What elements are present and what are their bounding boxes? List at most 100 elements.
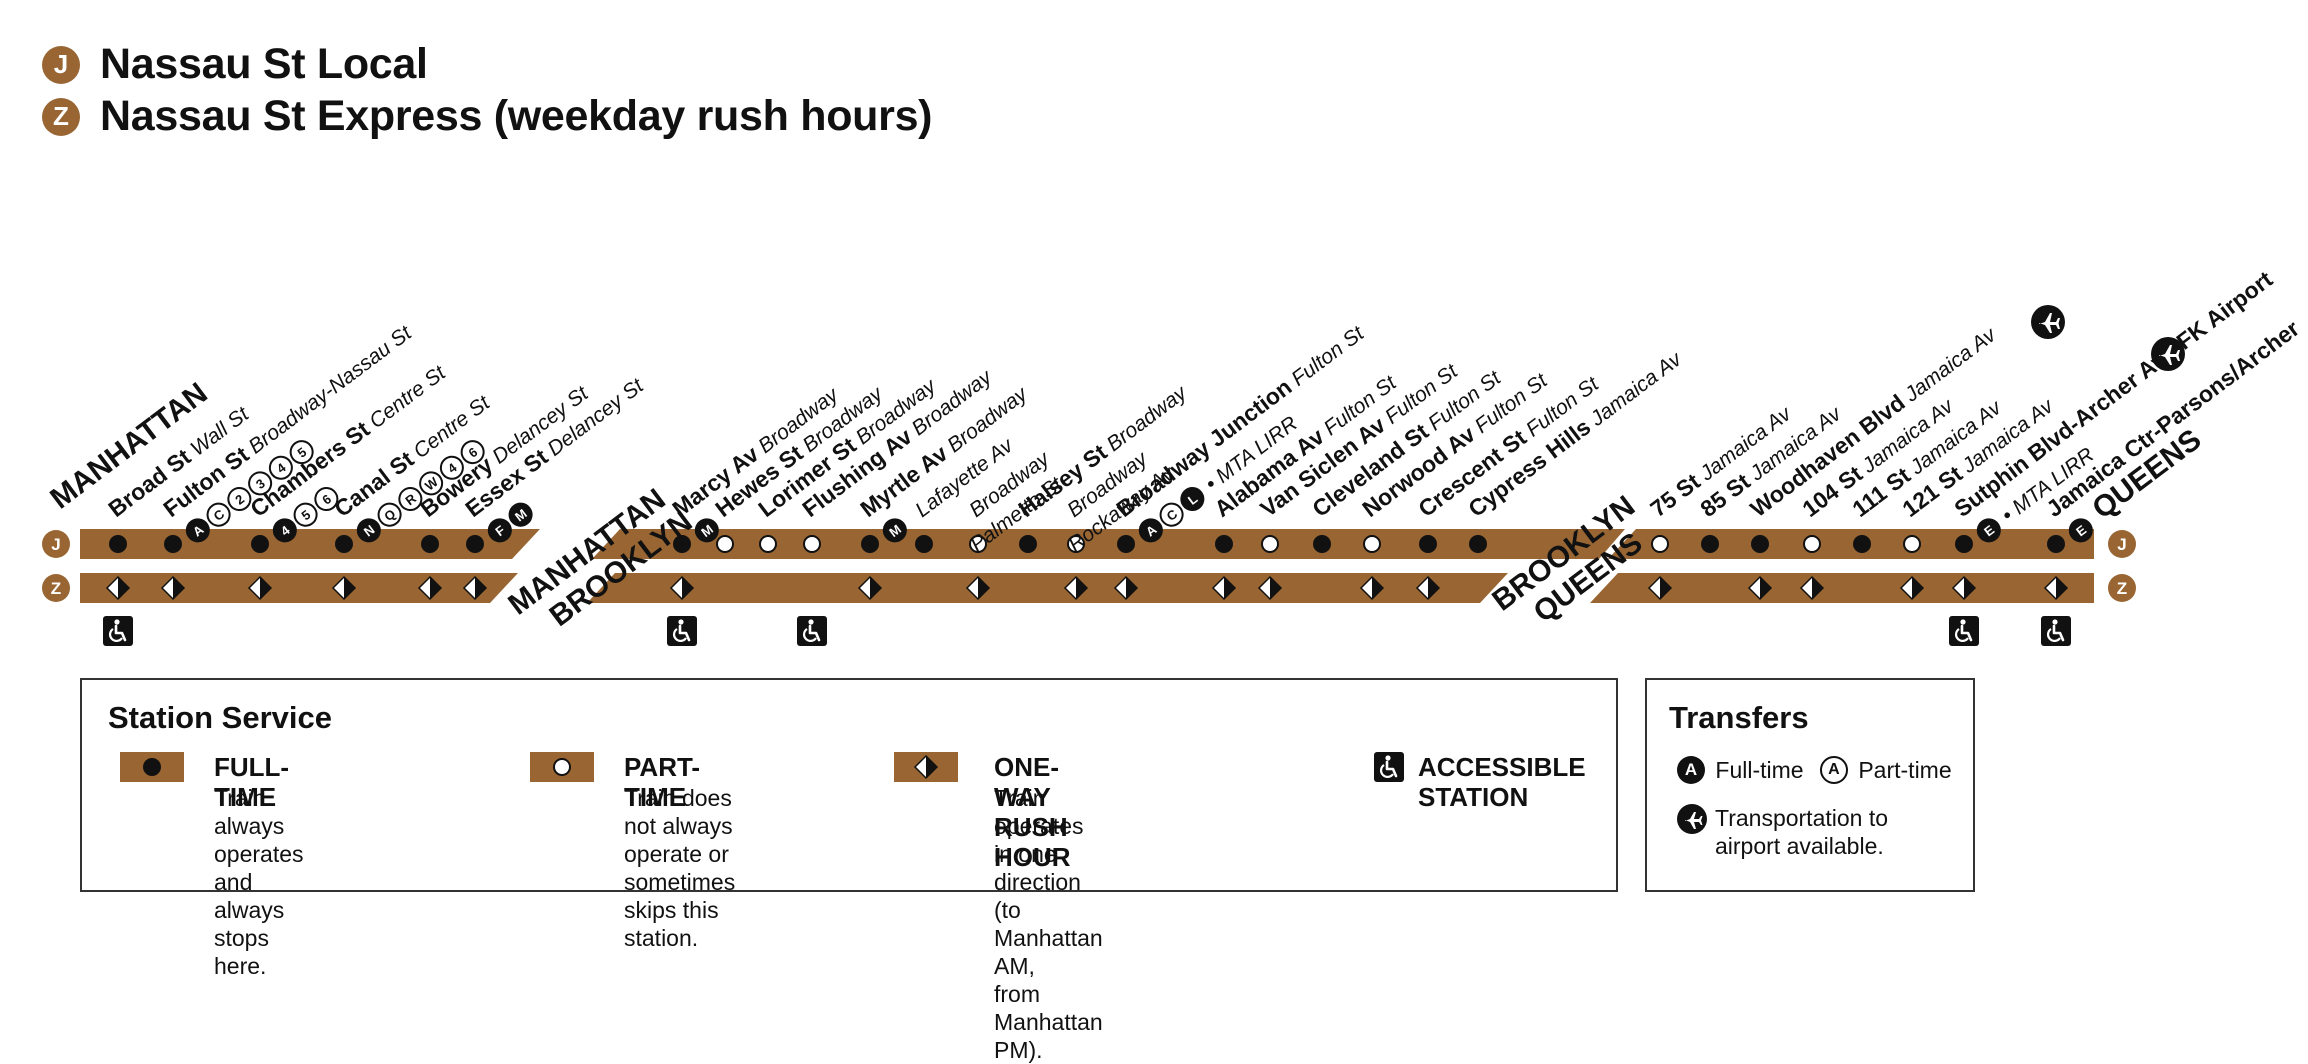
z-stop-one-way-half [475,577,486,599]
airplane-icon-shape [2159,345,2180,365]
accessible-icon-head [2052,619,2058,625]
station-street: Jamaica Av [1896,323,2001,410]
transfer-bullet [460,440,485,465]
z-stop-one-way-half [1912,577,1923,599]
z-stop-one-way-half [870,577,881,599]
accessible-icon [797,616,827,646]
accessible-icon-body [1960,624,1973,642]
j-stop-part-time [759,535,777,553]
z-stop-one-way-half [344,577,355,599]
accessible-icon-wheel [1954,628,1969,643]
transfer-bullet [1976,518,2001,543]
transfers-legend: Transfers A Full-time A Part-time Transp… [1645,678,1975,892]
airplane-icon [2031,305,2065,339]
z-stop-one-way-half [430,577,441,599]
transfer-bullet [1180,487,1205,512]
transfer-bullet [1138,518,1163,543]
j-stop-part-time [1261,535,1279,553]
z-stop-one-way-half [1372,577,1383,599]
station-street: Broadway [1098,381,1192,460]
accessible-icon [1949,616,1979,646]
j-stop-full [466,535,484,553]
j-stop-full [1853,535,1871,553]
z-bullet-right: Z [2108,574,2136,602]
accessible-icon [103,616,133,646]
j-stop-part-time [969,535,987,553]
airplane-icon [2151,337,2185,371]
route-bullet-letter: Z [51,579,61,598]
station-service-legend: Station Service FULL-TIME Train always o… [80,678,1618,1063]
legend-one-way-swatch [894,752,958,782]
transfer-bullet [439,455,464,480]
transfer-bullet [419,471,444,496]
transfers-full-time: A Full-time A Part-time [1677,754,1952,784]
z-stop-one-way-half [1428,577,1439,599]
j-stop-full [251,535,269,553]
j-stop-part-time [1363,535,1381,553]
airplane-icon [1677,804,1707,834]
legend-one-way-title: ONE-WAY RUSH HOUR [994,752,1071,872]
route-bullet-z: Z [42,97,80,136]
transfer-bullet-full: A [1677,755,1705,784]
route-bullet-circle [42,574,70,602]
transfer-full-label: Full-time [1715,756,1804,783]
z-stop-one-way-half [1660,577,1671,599]
j-stop-part-time [1067,535,1085,553]
accessible-icon-wheel [108,628,123,643]
transfer-bullet [356,518,381,543]
accessible-icon-body [2052,624,2065,642]
transfer-bullet [2068,518,2093,543]
station-transfers: M [694,518,719,543]
transfer-bullet [293,502,318,527]
transfer-bullet [185,518,210,543]
accessible-icon-body [808,624,821,642]
j-stop-full [673,535,691,553]
z-line-segment [587,573,1508,603]
airport-text-2: airport available. [1715,833,1884,859]
j-stop-full [1117,535,1135,553]
accessible-icon-head [678,619,684,625]
route-title-j: Nassau St Local [100,40,428,88]
transfer-bullet [248,471,273,496]
j-stop-full [109,535,127,553]
j-stop-part-time [803,535,821,553]
z-stop-one-way-half [1964,577,1975,599]
accessible-icon-wheel [672,628,687,643]
legend-full-time-swatch [120,752,184,782]
legend-title: Station Service [108,700,332,735]
j-stop-full [1955,535,1973,553]
transfer-bullet [268,455,293,480]
accessible-icon-wheel [802,628,817,643]
j-bullet-left: J [42,530,70,558]
z-stop-one-way-half [978,577,989,599]
station-transfers: M [882,518,907,543]
legend-one-way-desc: Train operates in one direction(to Manha… [994,785,1103,1063]
station-transfers: 456 [272,487,339,543]
z-stop-one-way-half [1076,577,1087,599]
transfer-bullet [377,502,402,527]
j-stop-part-time [1651,535,1669,553]
transfer-bullet [289,440,314,465]
route-bullet-letter: J [2117,535,2126,554]
j-stop-full [1701,535,1719,553]
accessible-icon-head [114,619,120,625]
transfer-bullet [272,518,297,543]
legend-full-time-title: FULL-TIME [214,752,290,812]
z-stop-one-way-half [1224,577,1235,599]
j-stop-full [1419,535,1437,553]
transfers-title: Transfers [1669,700,1809,735]
accessible-icon-body [114,624,127,642]
j-stop-full [2047,535,2065,553]
transfer-bullet [206,502,231,527]
j-stop-full [1751,535,1769,553]
transfer-bullet [314,487,339,512]
route-bullet-letter: J [51,535,60,554]
route-bullet-circle [42,530,70,558]
z-stop-one-way-half [682,577,693,599]
j-stop-part-time [716,535,734,553]
